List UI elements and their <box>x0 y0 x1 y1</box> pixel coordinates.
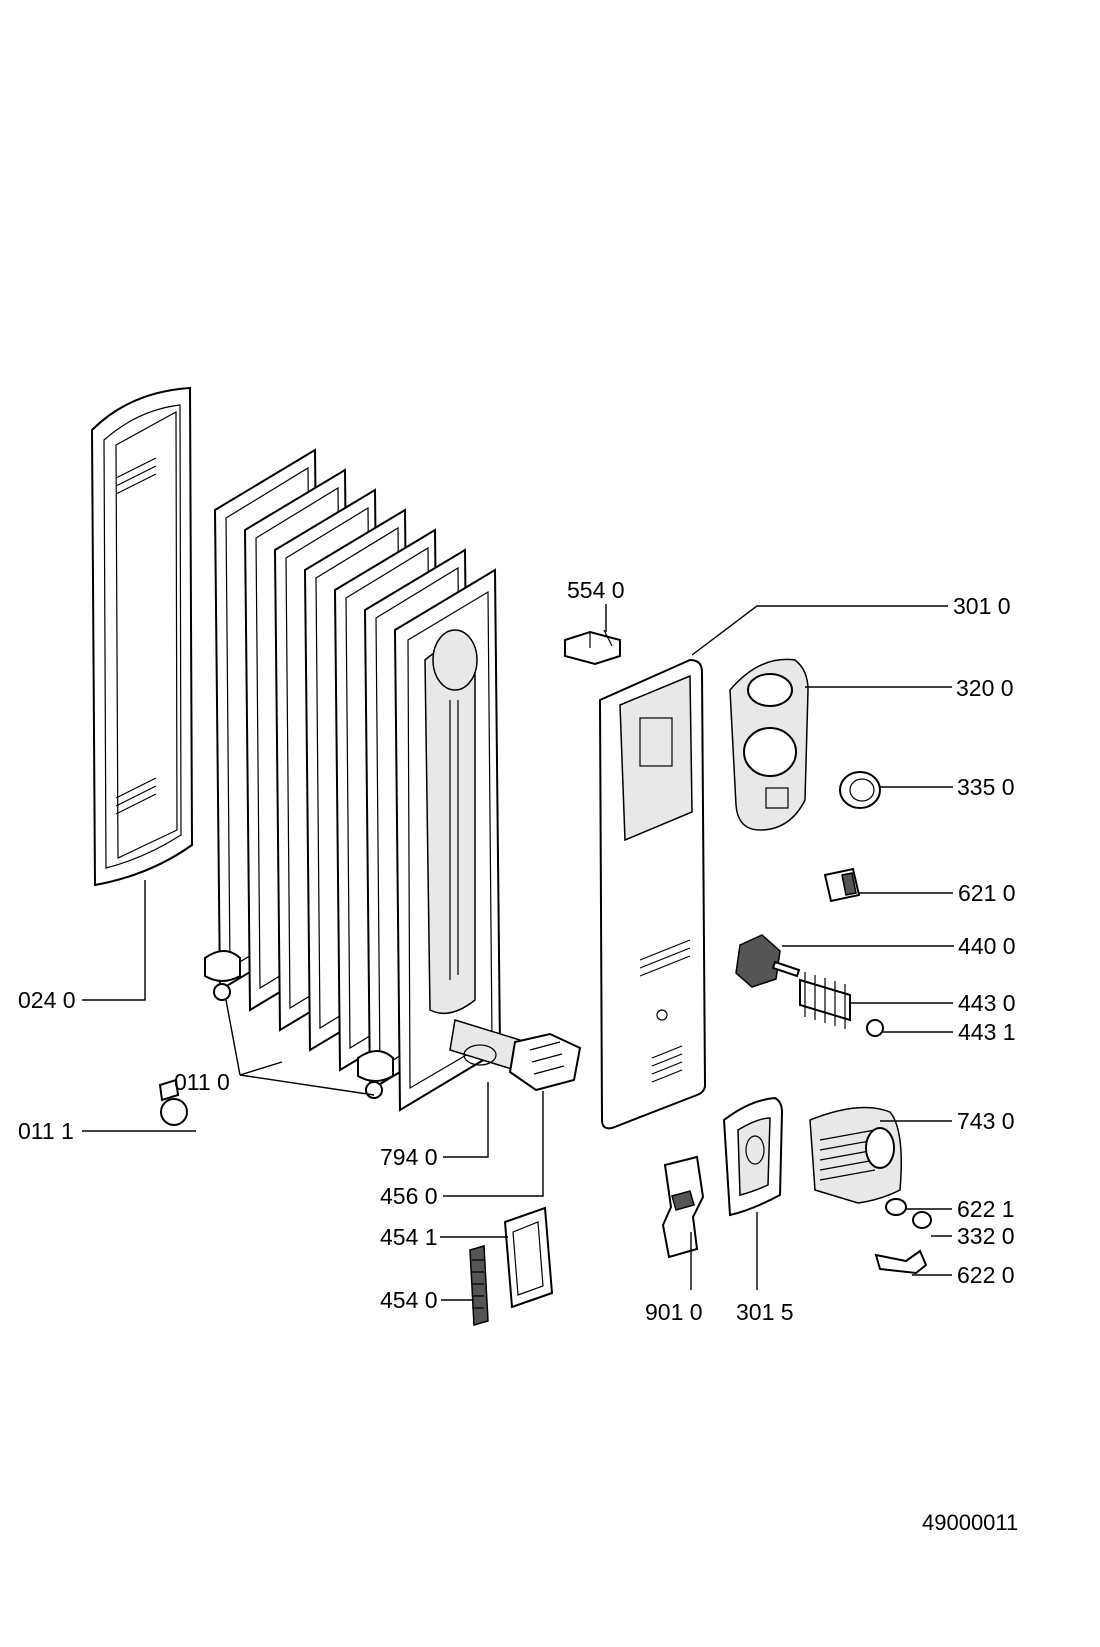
callout-901-0: 901 0 <box>645 1299 703 1325</box>
callout-332-0: 332 0 <box>957 1223 1015 1249</box>
callout-335-0: 335 0 <box>957 774 1015 800</box>
callout-621-0: 621 0 <box>958 880 1016 906</box>
callout-454-1: 454 1 <box>380 1224 438 1250</box>
callout-024-0: 024 0 <box>18 987 76 1013</box>
side-panel-part-024-0 <box>90 386 194 887</box>
lamp-holder-part-622-1 <box>885 1198 907 1216</box>
control-panel-part-320-0 <box>729 658 809 831</box>
callout-622-0: 622 0 <box>957 1262 1015 1288</box>
callout-011-0: 011 0 <box>174 1069 230 1095</box>
callout-301-0: 301 0 <box>953 593 1011 619</box>
thermostat-part-440-0 <box>735 934 801 988</box>
callout-743-0: 743 0 <box>957 1108 1015 1134</box>
callout-456-0: 456 0 <box>380 1183 438 1209</box>
cable-cover-part-301-5 <box>722 1096 784 1217</box>
callout-011-1: 011 1 <box>18 1118 74 1144</box>
callout-443-0: 443 0 <box>958 990 1016 1016</box>
nut-part-443-1 <box>866 1019 884 1037</box>
leader-lines <box>82 604 954 1301</box>
cover-part-743-0 <box>809 1106 902 1204</box>
castor-wheel-part-011-1 <box>158 1078 188 1126</box>
callout-labels: 554 0 301 0 320 0 335 0 621 0 440 0 443 … <box>18 577 1016 1325</box>
document-number: 49000011 <box>922 1510 1018 1535</box>
connector-part-622-0 <box>874 1249 928 1275</box>
terminal-block-part-901-0 <box>661 1155 705 1259</box>
switch-part-621-0 <box>823 867 861 903</box>
radiator-fins-part-011-0 <box>204 448 502 1112</box>
callout-454-0: 454 0 <box>380 1287 438 1313</box>
fuse-holder-part-454-1 <box>503 1206 554 1309</box>
front-housing-part-301-0 <box>598 658 707 1130</box>
lamp-part-332-0 <box>912 1211 932 1229</box>
callout-794-0: 794 0 <box>380 1144 438 1170</box>
knob-part-335-0 <box>839 771 881 809</box>
callout-320-0: 320 0 <box>956 675 1014 701</box>
callout-440-0: 440 0 <box>958 933 1016 959</box>
heating-element-part-456-0 <box>449 1019 582 1092</box>
callout-443-1: 443 1 <box>958 1019 1016 1045</box>
callout-301-5: 301 5 <box>736 1299 794 1325</box>
callout-622-1: 622 1 <box>957 1196 1015 1222</box>
bracket-part-554-0 <box>564 629 621 666</box>
heat-sink-part-443-0 <box>799 972 851 1029</box>
thermal-fuse-part-454-0 <box>469 1245 489 1326</box>
callout-554-0: 554 0 <box>567 577 625 603</box>
